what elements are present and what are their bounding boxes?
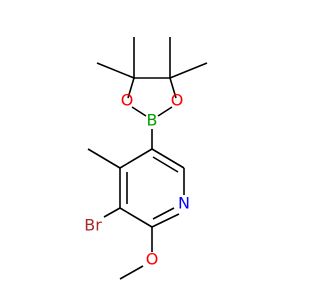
bond-c2-o-right [169, 77, 177, 99]
bond-c5-c6-double [152, 156, 179, 173]
atom-oxygen-methoxy: O [146, 250, 159, 269]
bonds [87, 37, 208, 280]
atom-nitrogen: N [178, 194, 190, 213]
atom-bromine: Br [84, 216, 102, 235]
bond-c4-methyl [87, 148, 121, 169]
molecule-structure-diagram: O O B N Br O [84, 37, 208, 280]
atom-boron: B [147, 111, 158, 130]
bond-c3-br [103, 207, 121, 218]
bond-n-c2 [151, 213, 180, 228]
bond-c2-c3 [119, 207, 153, 228]
atom-labels: O O B N Br O [84, 91, 190, 269]
atom-oxygen-right: O [171, 91, 184, 110]
bond-o-left-b [131, 106, 147, 117]
bond-c5-c6 [151, 148, 185, 169]
bond-o-methoxy-ch3 [119, 265, 144, 280]
bond-n-c2-double [152, 207, 175, 220]
bond-methyl-c1-left [96, 62, 135, 79]
atom-oxygen-left: O [121, 91, 134, 110]
bond-methyl-c2-right [169, 62, 208, 79]
bond-c5-c4 [119, 148, 153, 169]
bond-c1-o-left [127, 77, 135, 99]
bond-o-right-b [157, 106, 173, 117]
